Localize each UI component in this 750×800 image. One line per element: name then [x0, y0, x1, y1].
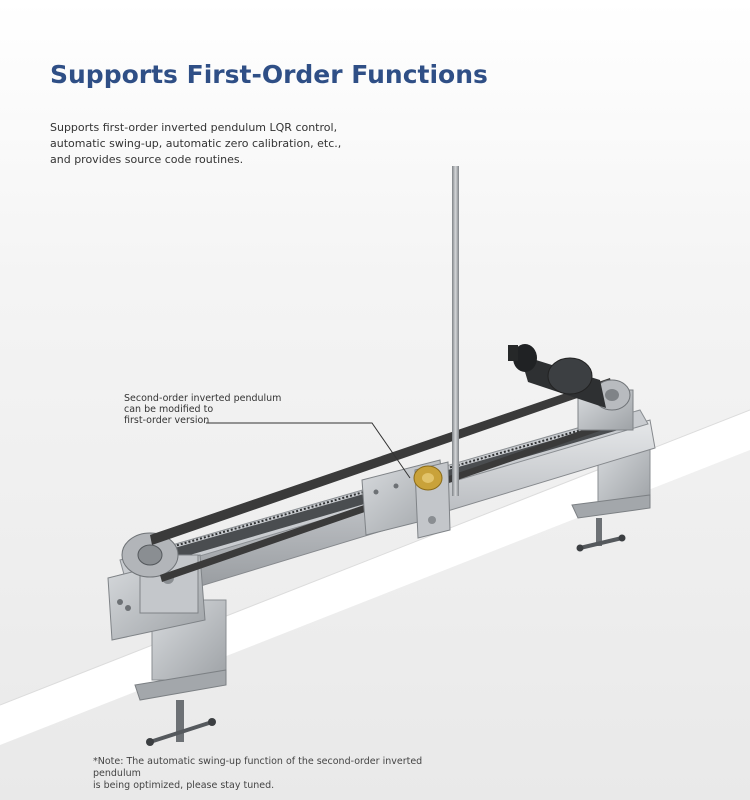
left-end-block	[107, 532, 206, 641]
footer-note-line-2: is being optimized, please stay tuned.	[93, 780, 275, 791]
callout-line-1: Second-order inverted pendulum	[124, 393, 282, 404]
page-title: Supports First-Order Functions	[50, 60, 488, 89]
cart	[361, 459, 451, 539]
footer-note: *Note: The automatic swing-up function o…	[93, 756, 473, 792]
feature-description: Supports first-order inverted pendulum L…	[50, 121, 342, 166]
footer-note-line-1: *Note: The automatic swing-up function o…	[93, 756, 423, 779]
motor-assembly	[508, 344, 634, 431]
callout-leader-line	[206, 422, 411, 479]
callout-line-2: can be modified to	[124, 404, 214, 415]
callout-line-3: first-order version	[124, 415, 210, 426]
pendulum-rod	[452, 166, 459, 496]
callout-label: Second-order inverted pendulum can be mo…	[124, 393, 294, 426]
